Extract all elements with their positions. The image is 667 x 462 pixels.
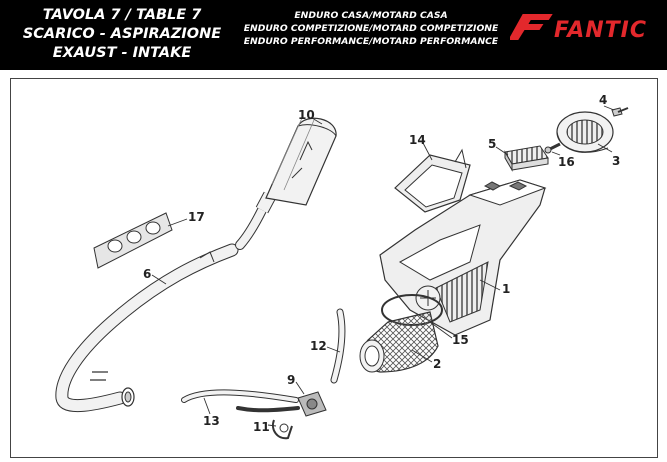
leader-line-12 [326,346,341,353]
exhaust-header-pipe-part [55,243,239,413]
leader-line-3 [597,143,613,153]
leader-line-2 [411,349,433,363]
leader-lines [151,105,615,427]
leader-line-17 [167,218,188,227]
fantic-logo-text: FANTIC [554,18,647,43]
callout-11: 11 [253,420,270,434]
callout-17: 17 [188,210,205,224]
bolt-part [611,107,629,117]
leader-line-4 [603,105,615,111]
airbox-body-part [379,179,547,336]
callout-4: 4 [599,93,607,107]
model-line-3: ENDURO PERFORMANCE/MOTARD PERFORMANCE [243,36,499,47]
callout-10: 10 [298,108,315,122]
hose-12-part [330,308,346,384]
cylinder-filter-part [556,111,614,153]
title-line-2: SCARICO - ASPIRAZIONE [22,26,222,42]
leader-line-10 [311,117,323,125]
leader-line-5 [495,146,509,156]
parts-drawing: 4 3 16 5 14 10 17 6 1 15 2 12 9 13 11 [55,93,629,440]
clamp-part [272,419,293,440]
leader-line-1 [479,279,501,291]
model-list: ENDURO CASA/MOTARD CASA ENDURO COMPETIZI… [240,9,502,48]
leader-line-14 [421,140,433,161]
muffler-part [235,117,337,250]
callout-1: 1 [502,282,510,296]
heat-shield-part [93,212,173,269]
leader-line-15 [429,321,453,339]
screw-part [544,142,561,154]
table-title: TAVOLA 7 / TABLE 7 SCARICO - ASPIRAZIONE… [6,6,238,63]
model-line-2: ENDURO COMPETIZIONE/MOTARD COMPETIZIONE [243,23,499,34]
callout-12: 12 [310,339,327,353]
valve-part [297,391,327,417]
header-bar: TAVOLA 7 / TABLE 7 SCARICO - ASPIRAZIONE… [0,0,667,70]
callout-16: 16 [558,155,575,169]
fantic-logo: FANTIC [510,14,647,43]
title-line-3: EXAUST - INTAKE [52,45,192,61]
leader-line-11 [267,424,277,427]
model-line-1: ENDURO CASA/MOTARD CASA [294,10,448,21]
callout-2: 2 [433,357,441,371]
callout-9: 9 [287,373,295,387]
callout-13: 13 [203,414,220,428]
callout-14: 14 [409,133,426,147]
callout-6: 6 [143,267,151,281]
callout-5: 5 [488,137,496,151]
diagram-frame [10,78,658,458]
callout-3: 3 [612,154,620,168]
intake-boot-part [359,311,439,373]
leader-line-9 [295,381,305,395]
leader-line-13 [203,397,211,415]
leader-line-6 [151,274,167,285]
title-line-1: TAVOLA 7 / TABLE 7 [42,7,202,23]
air-filter-element-part [504,145,549,172]
callout-15: 15 [452,333,469,347]
leader-line-16 [551,151,561,156]
airbox-cover-part [394,148,471,213]
hose-13-part [181,389,300,413]
